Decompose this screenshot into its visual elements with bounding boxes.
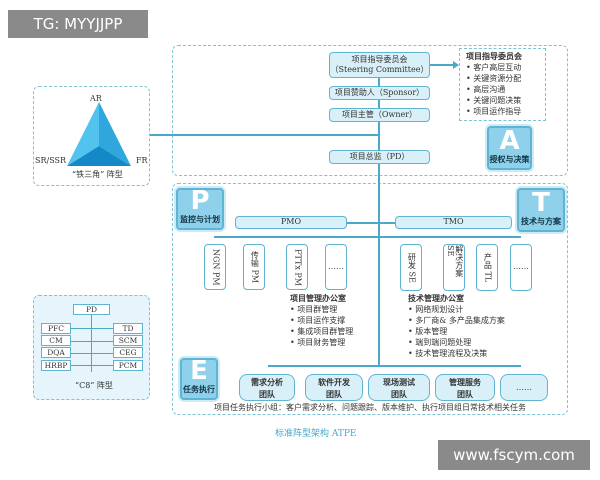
triangle-top-label: AR [90,94,102,103]
c8-right-role: CEG [113,347,143,358]
team-suffix: 团队 [326,388,342,399]
steering-duties-list: 项目指导委员会 • 客户高层互动 • 关键资源分配 • 高层沟通 • 关键问题决… [459,48,546,121]
badge-p: P 监控与计划 [176,188,224,230]
roles-bus [214,236,521,238]
team-suffix: 团队 [457,388,473,399]
team-name: 管理服务 [449,376,481,387]
list-item: • 端到端问题处理 [408,338,472,347]
c8-left-role: CM [41,335,71,346]
c8-left-role: PFC [41,323,71,334]
team-box: 管理服务团队 [435,374,495,401]
badge-a: A 授权与决策 [487,126,532,170]
triangle-connector [150,134,379,136]
triangle-region [33,86,150,186]
list-item: • 项目运作支撑 [290,316,346,325]
teams-bus [268,365,521,367]
triangle-left-label: SR/SSR [35,156,67,165]
list-item: • 项目运作指导 [466,107,522,116]
badge-letter: A [499,126,520,156]
sponsor-box: 项目赞助人（Sponsor） [329,86,430,100]
c8-right-role: TD [113,323,143,334]
list-item: • 技术管理流程及决策 [408,349,488,358]
pmo-duties-list: 项目管理办公室 • 项目群管理 • 项目运作支撑 • 集成项目群管理 • 项目财… [290,293,353,348]
badge-t: T 技术与方案 [517,188,565,232]
tmo-duties-list: 技术管理办公室 • 网络规划设计 • 多厂商& 多产品集成方案 • 版本管理 •… [408,293,505,359]
pd-box: 项目总监（PD） [329,150,430,164]
iron-triangle-icon [67,102,131,166]
list-item: • 集成项目群管理 [290,327,354,336]
team-box: 现场测试团队 [368,374,430,401]
role-box: …… [510,244,532,291]
list-item: • 高层沟通 [466,85,506,94]
tmo-box: TMO [395,216,512,229]
list-item: • 关键资源分配 [466,74,522,83]
e-note: 项目任务执行小组：客户需求分析、问题跟踪、版本维护、执行项目组日常技术相关任务 [214,403,526,412]
list-item: • 客户高层互动 [466,63,522,72]
list-title: 技术管理办公室 [408,293,464,303]
badge-label: 授权与决策 [489,154,530,164]
c8-branch [67,328,117,329]
steering-committee-box: 项目指导委员会 （Steering Committee） [329,52,430,78]
triangle-title: “铁三角” 阵型 [72,170,123,179]
role-box: 研发 SE [400,244,422,291]
team-name: 现场测试 [383,376,415,387]
steering-arrow [430,64,456,66]
list-item: • 项目群管理 [290,305,338,314]
team-box: 需求分析团队 [239,374,295,401]
team-suffix: 团队 [259,388,275,399]
team-name: …… [516,382,532,392]
diagram-caption: 标准阵型架构 ATPE [275,429,357,439]
role-box: …… [325,244,347,290]
role-box: 产品 TL [476,244,498,291]
badge-label: 监控与计划 [180,214,220,224]
c8-title: “C8” 阵型 [75,381,113,390]
c8-pd: PD [73,304,110,315]
list-item: • 关键问题决策 [466,96,522,105]
triangle-right-label: FR [136,156,148,165]
steering-line1: 项目指导委员会 [351,54,408,64]
c8-branch [67,353,117,354]
badge-e: E 任务执行 [180,358,218,400]
role-box: 解决方案 SE [443,244,465,291]
owner-box: 项目主管（Owner） [329,108,430,122]
watermark-bottom: www.fscym.com [438,440,590,470]
steering-line2: （Steering Committee） [330,65,429,74]
pmo-tmo-connector [347,222,395,224]
pmo-box: PMO [235,216,347,229]
pte-region [172,183,568,415]
c8-left-role: DQA [41,347,71,358]
team-name: 软件开发 [318,376,350,387]
c8-right-role: SCM [113,335,143,346]
team-name: 需求分析 [251,376,283,387]
badge-letter: T [532,188,550,218]
badge-letter: E [190,356,208,386]
c8-left-role: HRBP [41,360,71,371]
a-region [172,45,568,176]
arrow-head-icon [453,61,459,69]
team-box: …… [500,374,548,401]
role-box: NGN PM [204,244,226,290]
role-box: FTTx PM [286,244,308,290]
watermark-top: TG: MYYJJPP [8,10,148,38]
list-title: 项目管理办公室 [290,293,346,303]
role-box: 传输 PM [243,244,265,290]
badge-letter: P [190,186,210,216]
c8-branch [67,341,117,342]
team-box: 软件开发团队 [305,374,363,401]
list-title: 项目指导委员会 [466,51,522,61]
team-suffix: 团队 [391,388,407,399]
badge-label: 任务执行 [183,384,215,394]
badge-label: 技术与方案 [521,216,561,226]
c8-branch [67,365,117,366]
list-item: • 版本管理 [408,327,448,336]
list-item: • 多厂商& 多产品集成方案 [408,316,505,325]
list-item: • 项目财务管理 [290,338,346,347]
c8-right-role: PCM [113,360,143,371]
list-item: • 网络规划设计 [408,305,464,314]
